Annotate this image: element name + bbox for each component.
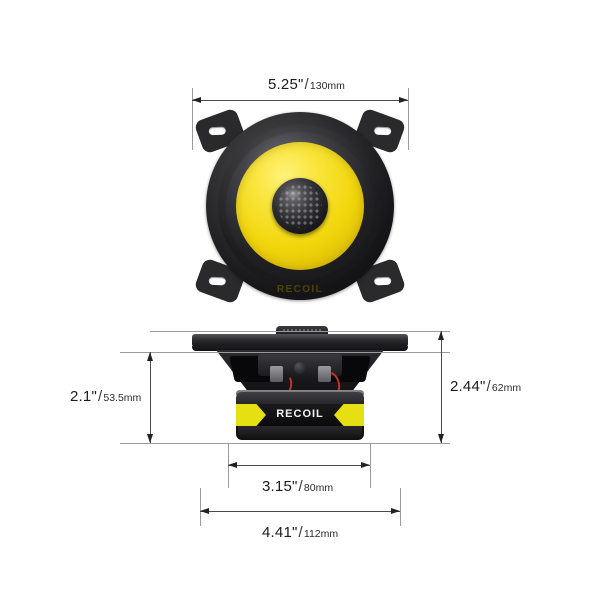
dimension-label-total-height: 2.44"/62mm xyxy=(450,378,521,396)
extension-line-top-right xyxy=(408,88,409,150)
chevron-left-icon xyxy=(236,404,266,426)
arrow-down-mounting-depth xyxy=(146,434,153,443)
arrow-right-magnet-width xyxy=(361,461,370,468)
dimension-label-overall-diameter: 5.25"/130mm xyxy=(268,76,345,94)
magnet-bottom-plate xyxy=(238,426,362,440)
reference-line-basket-bottom xyxy=(150,331,450,332)
mounting-slot-icon xyxy=(208,276,226,286)
magnet-label-band: RECOIL xyxy=(236,404,364,426)
dimension-value-mm: 112mm xyxy=(303,528,339,540)
speaker-basket-plate: RECOIL xyxy=(193,106,407,306)
dimension-value-inch: 2.44" xyxy=(450,378,486,395)
speaker-front-view: RECOIL xyxy=(193,106,407,306)
extension-line-cutout-left xyxy=(200,488,201,526)
dimension-separator: / xyxy=(298,524,303,541)
dimension-line-total-height xyxy=(441,331,442,443)
dimension-separator: / xyxy=(97,388,103,405)
terminal-right xyxy=(318,366,331,382)
dimension-separator: / xyxy=(486,378,491,395)
arrow-up-mounting-depth xyxy=(146,352,153,361)
mounting-slot-icon xyxy=(374,276,392,286)
extension-line-cutout-right xyxy=(400,488,401,526)
arrow-left-magnet-width xyxy=(228,461,237,468)
dimension-value-inch: 2.1" xyxy=(70,388,97,405)
dimension-label-mounting-depth: 2.1"/53.5mm xyxy=(70,388,141,406)
mounting-slot-icon xyxy=(374,126,392,136)
dimension-value-mm: 80mm xyxy=(303,482,334,494)
arrow-right-overall-diameter xyxy=(399,96,408,103)
extension-line-top-left xyxy=(192,88,193,150)
arrow-down-total-height xyxy=(437,434,444,443)
extension-line-magnet-right xyxy=(370,443,371,488)
reference-line-magnet-bottom xyxy=(120,443,450,444)
dimension-line-mounting-depth xyxy=(150,352,151,443)
dimension-line-overall-diameter xyxy=(192,100,408,101)
dimension-value-inch: 4.41" xyxy=(262,524,298,541)
reference-line-flange-top xyxy=(120,352,450,353)
pole-piece-screw xyxy=(294,362,306,374)
dimension-label-magnet-width: 3.15"/80mm xyxy=(262,478,333,496)
dimension-line-magnet-width xyxy=(228,465,370,466)
dimension-separator: / xyxy=(304,76,309,93)
dimension-label-cutout-diameter: 4.41"/112mm xyxy=(262,524,338,542)
dimension-value-mm: 130mm xyxy=(309,80,345,92)
chevron-right-icon xyxy=(334,404,364,426)
speaker-side-view: RECOIL xyxy=(192,326,408,446)
arrow-up-total-height xyxy=(437,331,444,340)
tweeter-mesh-icon xyxy=(278,184,322,228)
dimension-value-inch: 3.15" xyxy=(262,478,298,495)
dimension-value-inch: 5.25" xyxy=(268,76,304,93)
terminal-left xyxy=(270,366,283,382)
arrow-right-cutout-diameter xyxy=(391,507,400,514)
tweeter-highlight xyxy=(284,188,302,200)
side-flange-lip xyxy=(192,346,408,351)
dimension-line-cutout-diameter xyxy=(200,511,400,512)
dimension-value-mm: 53.5mm xyxy=(103,392,142,404)
magnet-brand-logo: RECOIL xyxy=(276,408,324,420)
dimension-separator: / xyxy=(298,478,303,495)
cone-brand-logo: RECOIL xyxy=(276,284,324,295)
side-mounting-flange xyxy=(192,334,408,347)
dimension-value-mm: 62mm xyxy=(491,382,522,394)
arrow-left-cutout-diameter xyxy=(200,507,209,514)
mounting-slot-icon xyxy=(208,126,226,136)
arrow-left-overall-diameter xyxy=(192,96,201,103)
